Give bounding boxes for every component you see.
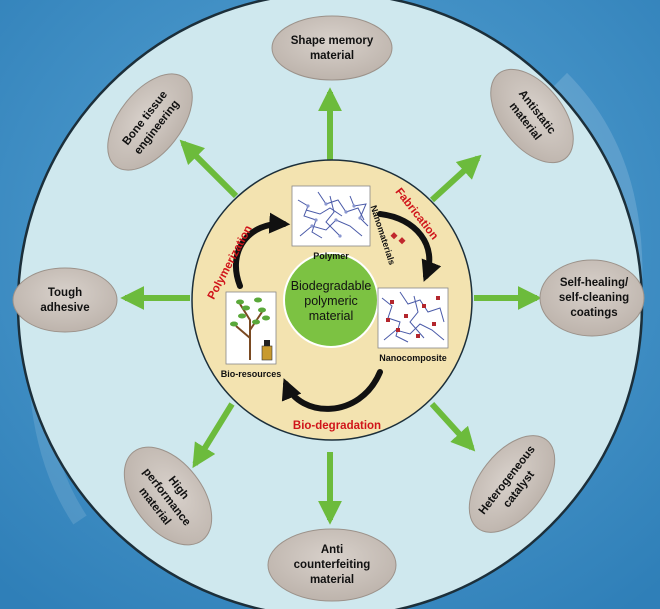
center-label-3: material <box>309 309 353 323</box>
tough-adhesive-label-1: Tough <box>48 287 82 299</box>
self-healing-label-1: Self-healing/ <box>560 277 629 289</box>
anti-counterfeiting-label-3: material <box>310 574 354 586</box>
process-arrows <box>232 211 442 412</box>
nanocomposite-image <box>377 287 449 349</box>
bio-resources-caption: Bio-resources <box>221 369 282 379</box>
pill-anti-counterfeiting: Anti counterfeiting material <box>267 528 397 602</box>
polymerization-arrow <box>232 212 291 289</box>
arrow-downright <box>429 401 476 452</box>
biodegradation-arrow <box>281 369 383 412</box>
biodegradation-label: Bio-degradation <box>293 420 381 432</box>
center-label-1: Biodegradable <box>291 279 372 293</box>
tough-adhesive-label-2: adhesive <box>40 302 89 314</box>
center-label-2: polymeric <box>304 294 358 308</box>
polymer-image <box>291 185 371 247</box>
self-healing-label-3: coatings <box>570 307 617 319</box>
anti-counterfeiting-label-1: Anti <box>321 544 343 556</box>
shape-memory-label-2: material <box>310 50 354 62</box>
shape-memory-label-1: Shape memory <box>291 35 374 47</box>
self-healing-label-2: self-cleaning <box>559 292 629 304</box>
pill-high-performance: High performance material <box>123 446 213 546</box>
arrow-upright <box>429 154 482 203</box>
nanomaterial-particles <box>390 232 406 245</box>
anti-counterfeiting-label-2: counterfeiting <box>294 559 371 571</box>
fabrication-arrow <box>377 211 442 282</box>
bio-resources-image <box>225 291 277 365</box>
polymer-caption: Polymer <box>313 251 349 261</box>
pill-tough-adhesive: Tough adhesive <box>12 267 118 333</box>
arrow-upleft <box>179 139 239 199</box>
pill-antistatic: Antistatic material <box>490 68 574 164</box>
arrow-downleft <box>192 402 235 469</box>
nanocomposite-caption: Nanocomposite <box>379 353 447 363</box>
application-arrows <box>120 87 542 525</box>
pill-self-healing: Self-healing/ self-cleaning coatings <box>539 259 645 337</box>
pill-shape-memory: Shape memory material <box>271 15 393 81</box>
